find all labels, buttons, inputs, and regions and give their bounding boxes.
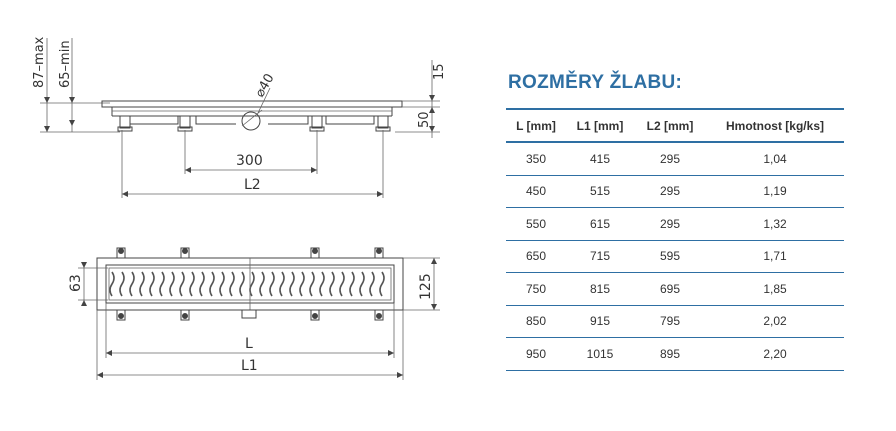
table-header-row: L [mm] L1 [mm] L2 [mm] Hmotnost [kg/ks] <box>506 108 844 143</box>
cell-weight: 1,19 <box>706 175 844 208</box>
cell-L1: 815 <box>566 272 634 306</box>
dim-87-max: 87–max <box>32 36 47 88</box>
dimensions-table-section: ROZMĚRY ŽLABU: L [mm] L1 [mm] L2 [mm] Hm… <box>506 72 846 371</box>
header-weight: Hmotnost [kg/ks] <box>706 108 844 143</box>
cell-L: 650 <box>506 240 566 273</box>
cell-weight: 1,85 <box>706 272 844 306</box>
cell-weight: 1,04 <box>706 142 844 176</box>
dim-diameter-40: ⌀40 <box>252 71 277 100</box>
cell-weight: 1,32 <box>706 207 844 241</box>
cell-L2: 295 <box>634 142 706 176</box>
dim-125: 125 <box>418 273 434 300</box>
cell-weight: 2,02 <box>706 305 844 338</box>
side-view: 87–max 65–min ⌀40 15 50 <box>32 36 447 198</box>
cell-L1: 515 <box>566 175 634 208</box>
dim-50: 50 <box>417 111 432 128</box>
technical-drawing: 87–max 65–min ⌀40 15 50 <box>32 36 447 380</box>
dim-300: 300 <box>236 153 263 169</box>
cell-L1: 415 <box>566 142 634 176</box>
cell-L: 850 <box>506 305 566 338</box>
cell-L1: 1015 <box>566 337 634 371</box>
dim-L: L <box>245 336 253 352</box>
dim-65-min: 65–min <box>58 40 73 88</box>
cell-L: 350 <box>506 142 566 176</box>
cell-L1: 915 <box>566 305 634 338</box>
dimensions-table: L [mm] L1 [mm] L2 [mm] Hmotnost [kg/ks] … <box>506 108 844 371</box>
cell-L1: 715 <box>566 240 634 273</box>
header-L2: L2 [mm] <box>634 108 706 143</box>
cell-L2: 795 <box>634 305 706 338</box>
grate-pattern <box>109 271 385 297</box>
cell-weight: 2,20 <box>706 337 844 371</box>
header-L1: L1 [mm] <box>566 108 634 143</box>
table-title: ROZMĚRY ŽLABU: <box>508 72 683 93</box>
header-L: L [mm] <box>506 108 566 143</box>
dim-L2: L2 <box>244 177 261 193</box>
cell-L2: 695 <box>634 272 706 306</box>
cell-L2: 295 <box>634 175 706 208</box>
dim-15: 15 <box>432 63 447 80</box>
cell-L1: 615 <box>566 207 634 241</box>
cell-L: 750 <box>506 272 566 306</box>
cell-L: 450 <box>506 175 566 208</box>
dim-63: 63 <box>68 274 84 292</box>
dim-L1: L1 <box>241 358 258 374</box>
cell-L2: 295 <box>634 207 706 241</box>
cell-weight: 1,71 <box>706 240 844 273</box>
top-view: 63 125 L L1 <box>68 247 440 380</box>
cell-L2: 895 <box>634 337 706 371</box>
cell-L: 550 <box>506 207 566 241</box>
cell-L: 950 <box>506 337 566 371</box>
cell-L2: 595 <box>634 240 706 273</box>
